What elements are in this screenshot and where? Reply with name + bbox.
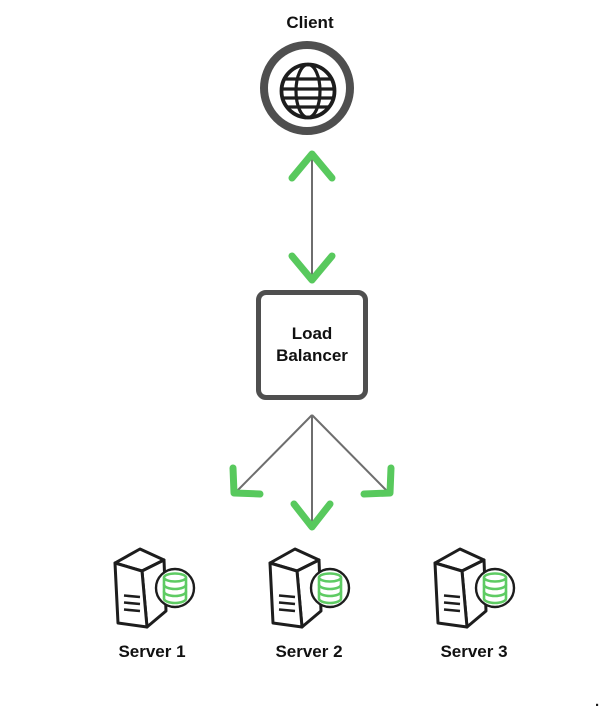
database-icon (317, 572, 343, 605)
server-3-icon (433, 547, 516, 629)
client-label: Client (286, 13, 334, 32)
edge-line-server3 (311, 414, 388, 492)
server-vent-lines (443, 594, 461, 613)
load-balancer-label: Load Balancer (276, 324, 348, 365)
server-3-label: Server 3 (440, 642, 508, 661)
edge-client-loadbalancer (288, 150, 336, 284)
server-2-label: Server 2 (275, 642, 343, 661)
arrowhead-down-icon (290, 500, 334, 531)
arrowhead-down-icon (288, 252, 336, 284)
database-icon (162, 572, 188, 605)
server-2-icon (268, 547, 351, 629)
server-vent-lines (278, 594, 296, 613)
client-node-icon (260, 41, 354, 135)
edge-line-server1 (236, 414, 313, 492)
server-vent-lines (123, 594, 141, 613)
arrowhead-downleft-icon (229, 464, 264, 498)
edges-loadbalancer-servers (229, 414, 395, 531)
server-1-label: Server 1 (118, 642, 186, 661)
arrowhead-downright-icon (360, 464, 395, 498)
arrowhead-up-icon (288, 150, 336, 182)
database-icon (482, 572, 508, 605)
server-1-icon (113, 547, 196, 629)
globe-icon (279, 62, 337, 120)
stray-dot: . (595, 693, 600, 710)
load-balancer-node: Load Balancer (256, 290, 368, 400)
